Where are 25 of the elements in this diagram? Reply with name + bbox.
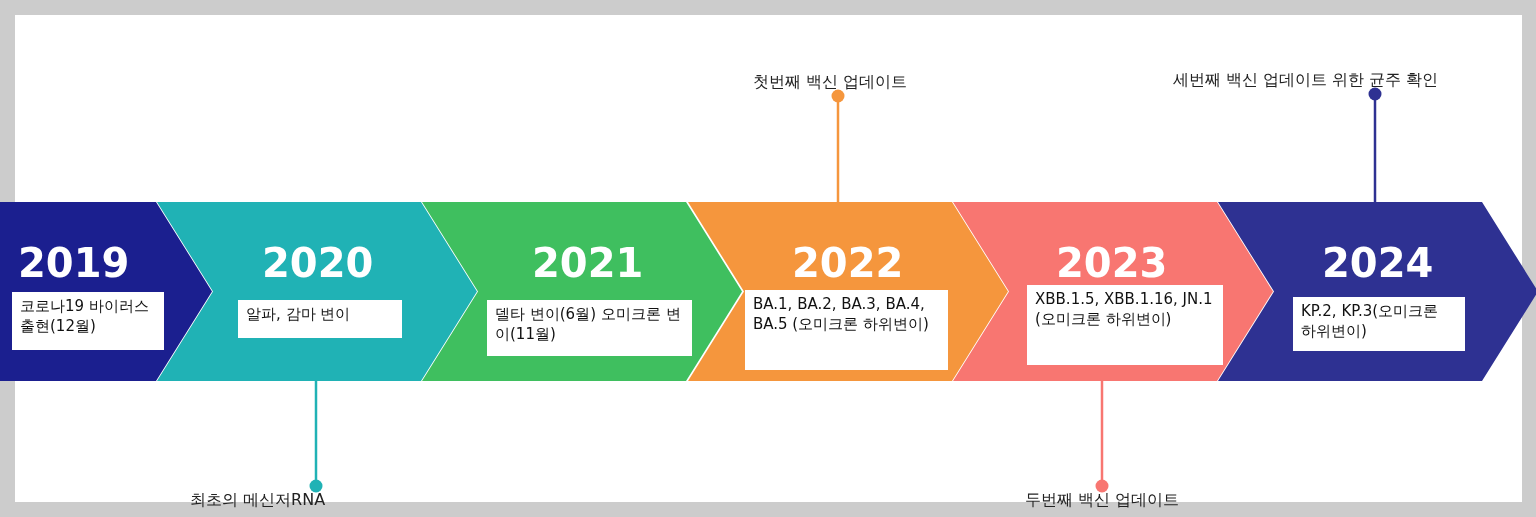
year-label: 2024 <box>1322 240 1434 286</box>
description-label: KP.2, KP.3(오미크론 하위변이) <box>1293 297 1465 351</box>
chevron-banner <box>422 202 743 381</box>
description-label: 알파, 감마 변이 <box>238 300 402 338</box>
chevron-banner <box>157 202 477 381</box>
year-label: 2023 <box>1056 240 1168 286</box>
description-label: 델타 변이(6월) 오미크론 변이(11월) <box>487 300 692 356</box>
milestone-label: 첫번째 백신 업데이트 <box>753 72 908 92</box>
leader-line <box>1095 381 1109 493</box>
milestone-label: 최초의 메신저RNA <box>190 490 326 510</box>
description-label: BA.1, BA.2, BA.3, BA.4, BA.5 (오미크론 하위변이) <box>745 290 948 370</box>
description-label: XBB.1.5, XBB.1.16, JN.1 (오미크론 하위변이) <box>1027 285 1223 365</box>
leader-line <box>831 89 845 202</box>
year-label: 2021 <box>532 240 644 286</box>
year-label: 2020 <box>262 240 374 286</box>
description-label: 코로나19 바이러스 출현(12월) <box>12 292 164 350</box>
chevron-banner <box>687 202 1008 381</box>
milestone-label: 두번째 백신 업데이트 <box>1025 490 1180 510</box>
chevron-banner <box>1218 202 1536 381</box>
year-label: 2019 <box>18 240 130 286</box>
milestone-label: 세번째 백신 업데이트 위한 균주 확인 <box>1173 70 1439 90</box>
chevron-banner <box>952 202 1273 381</box>
year-label: 2022 <box>792 240 904 286</box>
leader-line <box>1368 87 1382 202</box>
leader-line <box>309 381 323 493</box>
